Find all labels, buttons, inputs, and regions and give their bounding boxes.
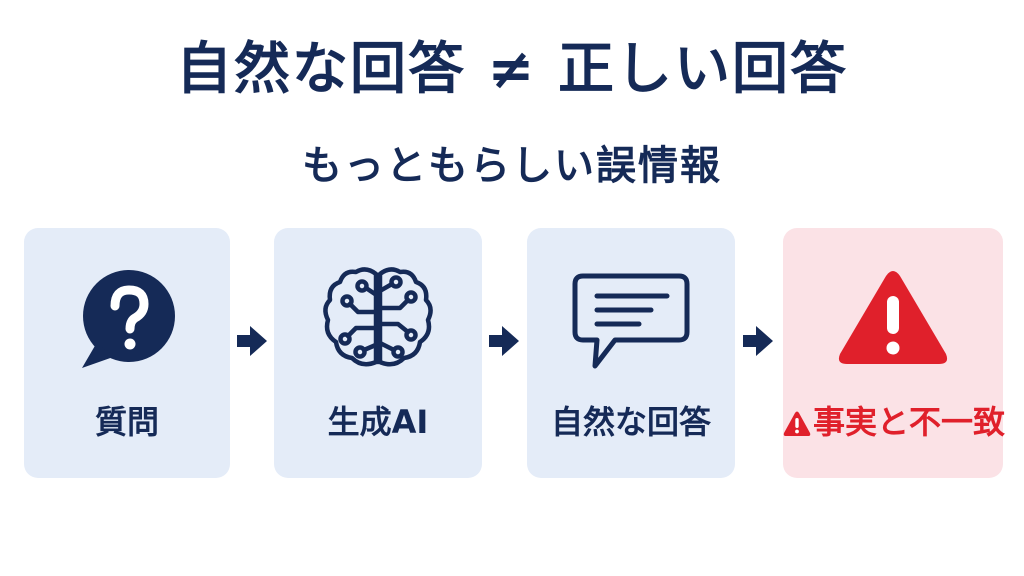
step-answer-label: 自然な回答	[550, 403, 711, 441]
page-title: 自然な回答 ≠ 正しい回答	[176, 37, 848, 102]
warning-icon	[783, 404, 811, 448]
step-question-label: 質問	[94, 403, 159, 441]
question-bubble-icon	[72, 264, 182, 378]
arrow-right-icon	[486, 323, 522, 363]
step-mismatch-label: 事実と不一致	[783, 400, 1006, 448]
arrow-right-icon	[234, 323, 270, 363]
arrow-right-icon	[740, 323, 776, 363]
chat-message-icon	[569, 270, 693, 378]
step-answer-card: 自然な回答	[527, 228, 735, 478]
step-mismatch-text: 事実と不一致	[813, 403, 1006, 441]
brain-circuit-icon	[318, 262, 438, 378]
step-ai-card: 生成AI	[274, 228, 482, 478]
step-question-card: 質問	[24, 228, 230, 478]
step-mismatch-card: 事実と不一致	[783, 228, 1006, 478]
page-subtitle: もっともらしい誤情報	[302, 143, 722, 189]
warning-triangle-icon	[836, 268, 950, 372]
step-ai-label: 生成AI	[327, 403, 429, 441]
